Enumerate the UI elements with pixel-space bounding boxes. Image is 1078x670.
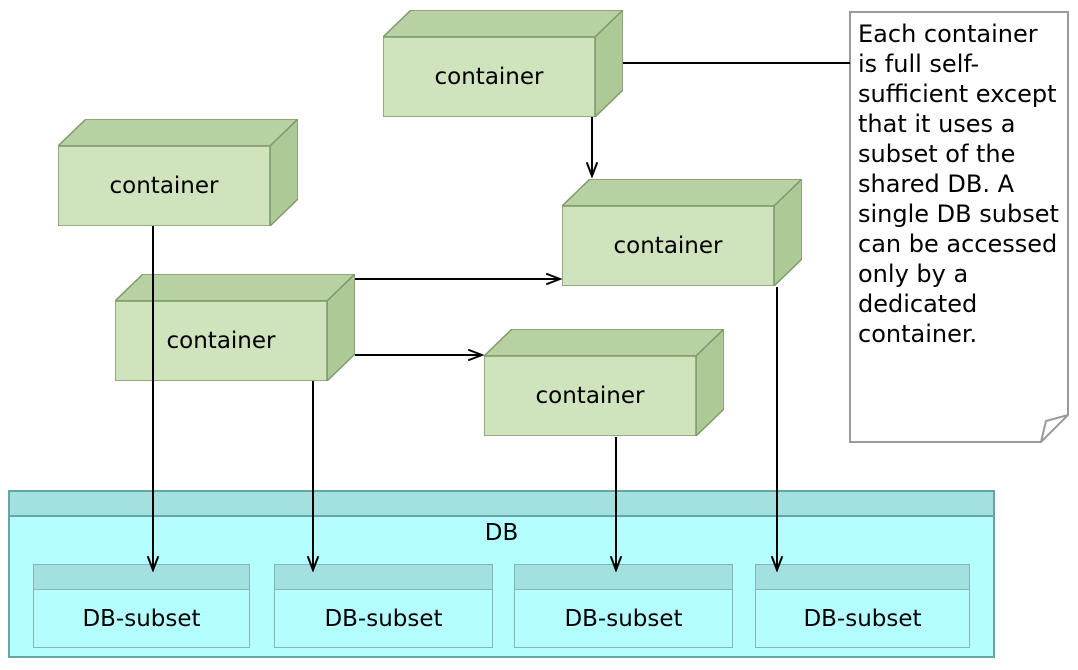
cube-shape [562, 179, 802, 286]
container-label: container [109, 173, 219, 199]
cube-shape [115, 274, 355, 381]
db-subset-label: DB-subset [82, 605, 201, 632]
db-subset-header [275, 565, 492, 590]
db-subset-label: DB-subset [803, 605, 922, 632]
container-node-middle-right: container [562, 179, 802, 286]
cube-shape [58, 119, 298, 226]
db-subset-header [34, 565, 249, 590]
container-label: container [166, 328, 276, 354]
container-node-center: container [484, 329, 724, 436]
db-subset-label: DB-subset [564, 605, 683, 632]
container-label: container [613, 233, 723, 259]
db-header-band [10, 492, 993, 517]
cube-shape [484, 329, 724, 436]
note-annotation: Each container is full self- sufficient … [849, 11, 1071, 445]
container-label: container [535, 383, 645, 409]
container-label: container [434, 64, 544, 90]
db-subset-header [756, 565, 969, 590]
note-shape [849, 11, 1069, 443]
db-subset-node-4: DB-subset [755, 564, 970, 648]
db-subset-node-2: DB-subset [274, 564, 493, 648]
db-subset-node-1: DB-subset [33, 564, 250, 648]
cube-shape [383, 10, 623, 117]
db-subset-header [515, 565, 732, 590]
db-node: DB DB-subset DB-subset DB-subset DB-subs… [8, 490, 995, 658]
container-node-left: container [58, 119, 298, 226]
container-node-top: container [383, 10, 623, 117]
container-node-middle-left: container [115, 274, 355, 381]
db-subset-node-3: DB-subset [514, 564, 733, 648]
db-subset-label: DB-subset [324, 605, 443, 632]
note-text: Each container is full self- sufficient … [858, 20, 1059, 348]
db-label: DB [484, 520, 519, 546]
